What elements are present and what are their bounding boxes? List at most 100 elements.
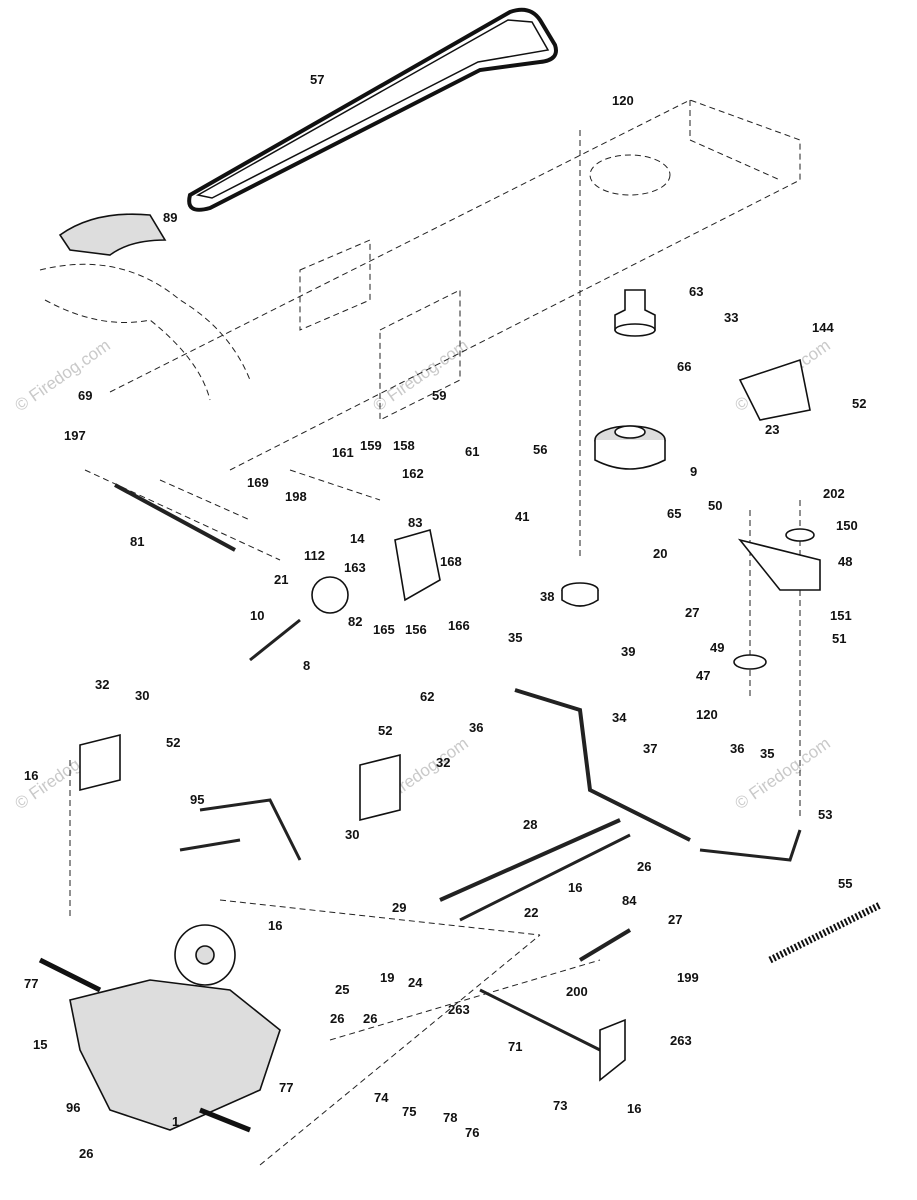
label-32: 32 (436, 755, 450, 770)
label-57: 57 (310, 72, 324, 87)
label-22: 22 (524, 905, 538, 920)
label-144: 144 (812, 320, 834, 335)
label-61: 61 (465, 444, 479, 459)
seat-bracket (58, 213, 167, 256)
label-77: 77 (24, 976, 38, 991)
label-263: 263 (670, 1033, 692, 1048)
label-112: 112 (304, 548, 325, 563)
linkage-rods (114, 483, 802, 1052)
label-34: 34 (612, 710, 627, 725)
label-29: 29 (392, 900, 406, 915)
label-77: 77 (279, 1080, 293, 1095)
label-63: 63 (689, 284, 703, 299)
pulleys (561, 289, 815, 670)
label-69: 69 (78, 388, 92, 403)
label-96: 96 (66, 1100, 80, 1115)
label-53: 53 (818, 807, 832, 822)
label-28: 28 (523, 817, 537, 832)
label-38: 38 (540, 589, 554, 604)
label-199: 199 (677, 970, 699, 985)
watermark-center: © Firedog.com (369, 336, 471, 416)
label-15: 15 (33, 1037, 47, 1052)
label-81: 81 (130, 534, 144, 549)
label-26: 26 (637, 859, 651, 874)
watermark-left: © Firedog.com (11, 336, 113, 416)
label-39: 39 (621, 644, 635, 659)
label-37: 37 (643, 741, 657, 756)
label-52: 52 (378, 723, 392, 738)
label-198: 198 (285, 489, 307, 504)
label-66: 66 (677, 359, 691, 374)
label-84: 84 (622, 893, 637, 908)
label-165: 165 (373, 622, 395, 637)
label-82: 82 (348, 614, 362, 629)
label-49: 49 (710, 640, 724, 655)
label-166: 166 (448, 618, 470, 633)
label-9: 9 (690, 464, 697, 479)
label-200: 200 (566, 984, 588, 999)
label-21: 21 (274, 572, 288, 587)
label-263: 263 (448, 1002, 470, 1017)
label-26: 26 (330, 1011, 344, 1026)
label-24: 24 (408, 975, 423, 990)
label-73: 73 (553, 1098, 567, 1113)
label-51: 51 (832, 631, 846, 646)
label-50: 50 (708, 498, 722, 513)
leader-lines (69, 130, 801, 1166)
label-47: 47 (696, 668, 710, 683)
label-162: 162 (402, 466, 424, 481)
chassis-frame (39, 99, 801, 471)
label-158: 158 (393, 438, 415, 453)
label-14: 14 (350, 531, 365, 546)
label-36: 36 (730, 741, 744, 756)
label-35: 35 (508, 630, 522, 645)
label-95: 95 (190, 792, 204, 807)
label-20: 20 (653, 546, 667, 561)
label-159: 159 (360, 438, 382, 453)
label-41: 41 (515, 509, 529, 524)
label-71: 71 (508, 1039, 522, 1054)
label-59: 59 (432, 388, 446, 403)
watermark-mid-right: © Firedog.com (731, 734, 833, 814)
label-1: 1 (172, 1114, 179, 1129)
label-83: 83 (408, 515, 422, 530)
label-27: 27 (668, 912, 682, 927)
brackets (79, 358, 821, 1082)
label-30: 30 (135, 688, 149, 703)
label-25: 25 (335, 982, 349, 997)
label-23: 23 (765, 422, 779, 437)
label-35: 35 (760, 746, 774, 761)
transmission (38, 924, 281, 1133)
label-150: 150 (836, 518, 858, 533)
label-36: 36 (469, 720, 483, 735)
drive-belt (187, 7, 558, 212)
spring (768, 901, 882, 964)
label-30: 30 (345, 827, 359, 842)
label-76: 76 (465, 1125, 479, 1140)
label-62: 62 (420, 689, 434, 704)
label-89: 89 (163, 210, 177, 225)
label-32: 32 (95, 677, 109, 692)
label-48: 48 (838, 554, 852, 569)
label-55: 55 (838, 876, 852, 891)
label-19: 19 (380, 970, 394, 985)
label-156: 156 (405, 622, 427, 637)
label-16: 16 (24, 768, 38, 783)
label-26: 26 (79, 1146, 93, 1161)
label-52: 52 (166, 735, 180, 750)
label-161: 161 (332, 445, 354, 460)
label-16: 16 (627, 1101, 641, 1116)
label-33: 33 (724, 310, 738, 325)
label-16: 16 (568, 880, 582, 895)
label-16: 16 (268, 918, 282, 933)
label-74: 74 (374, 1090, 389, 1105)
label-27: 27 (685, 605, 699, 620)
label-26: 26 (363, 1011, 377, 1026)
label-120: 120 (696, 707, 718, 722)
label-168: 168 (440, 554, 462, 569)
label-202: 202 (823, 486, 845, 501)
label-151: 151 (830, 608, 852, 623)
label-169: 169 (247, 475, 269, 490)
label-75: 75 (402, 1104, 416, 1119)
